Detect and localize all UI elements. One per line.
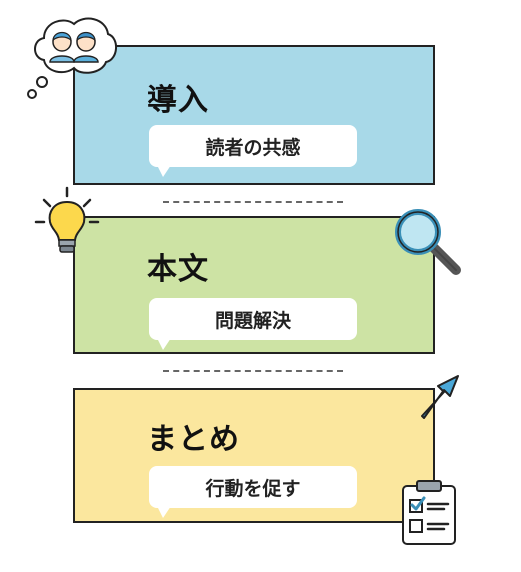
panel-intro: 導入 読者の共感 [73,45,435,185]
panel-title-summary: まとめ [147,422,240,457]
people-thought-bubble-icon [27,17,117,99]
speech-bubble-body: 問題解決 [149,298,357,350]
bubble-text-body: 問題解決 [214,309,291,332]
magnifier-icon [395,209,461,275]
speech-bubble-intro: 読者の共感 [149,125,357,177]
lightbulb-icon [34,186,100,253]
bubble-text-intro: 読者の共感 [205,136,301,159]
arrow-up-right-icon [421,375,459,419]
panel-body: 本文 問題解決 [73,216,435,354]
checklist-icon [402,480,456,545]
separator-2 [163,370,343,372]
speech-bubble-summary: 行動を促す [149,466,357,518]
separator-1 [163,201,343,203]
bubble-text-summary: 行動を促す [205,477,301,500]
panel-title-intro: 導入 [147,83,209,118]
panel-summary: まとめ 行動を促す [73,388,435,523]
panel-title-body: 本文 [147,252,209,287]
